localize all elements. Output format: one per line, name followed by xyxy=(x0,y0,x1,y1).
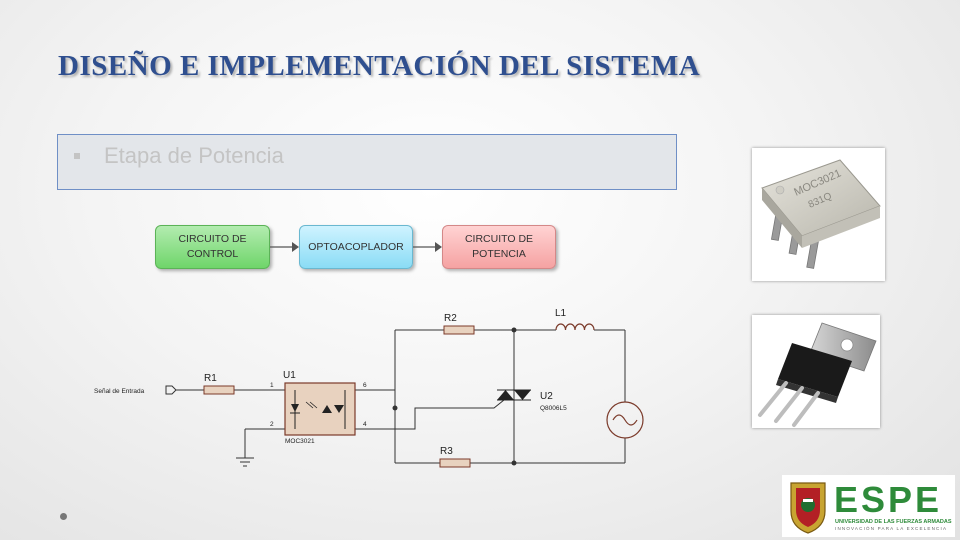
junction-dot xyxy=(511,327,517,333)
optocoupler-chip-image: MOC3021 831Q xyxy=(761,159,881,269)
r3-label: R3 xyxy=(440,446,453,457)
bullet-text: Etapa de Potencia xyxy=(104,143,284,168)
r2-label: R2 xyxy=(444,313,457,324)
r1-label: R1 xyxy=(204,373,217,384)
ground-symbol xyxy=(236,457,254,467)
junction-dot xyxy=(392,405,398,411)
opto-triac-up xyxy=(322,405,332,413)
slide-dot xyxy=(60,513,67,520)
espe-subtagline: INNOVACIÓN PARA LA EXCELENCIA xyxy=(835,526,948,531)
junction-dot xyxy=(511,460,517,466)
optocoupler-photo: MOC3021 831Q xyxy=(752,148,885,281)
triac-chip-image xyxy=(758,322,877,427)
bullet-box: Etapa de Potencia xyxy=(57,134,677,190)
resistor-r3 xyxy=(439,458,471,468)
u1-part: MOC3021 xyxy=(285,438,315,445)
pin2-label: 2 xyxy=(270,421,274,428)
optocoupler-u1 xyxy=(284,382,356,436)
bullet-marker xyxy=(74,153,80,159)
inductor-l1 xyxy=(555,323,595,331)
block-power-circuit: CIRCUITO DE POTENCIA xyxy=(442,225,556,269)
opto-triac-down xyxy=(334,405,344,413)
espe-crest-icon xyxy=(790,482,826,534)
ac-source xyxy=(606,401,644,439)
espe-tagline: UNIVERSIDAD DE LAS FUERZAS ARMADAS xyxy=(835,519,952,525)
resistor-r1 xyxy=(203,385,235,395)
triac-u2-up xyxy=(497,390,514,400)
block-optocoupler: OPTOACOPLADOR xyxy=(299,225,413,269)
resistor-r2 xyxy=(443,325,475,335)
pin6-label: 6 xyxy=(363,382,367,389)
triac-u2-down xyxy=(514,390,531,400)
pin4-label: 4 xyxy=(363,421,367,428)
opto-led xyxy=(291,404,299,412)
u2-part: Q8006L5 xyxy=(540,405,567,412)
input-terminal xyxy=(165,385,177,395)
wire-pin4-gate xyxy=(355,399,505,430)
espe-wordmark: ESPE xyxy=(834,479,943,520)
slide-title: DISEÑO E IMPLEMENTACIÓN DEL SISTEMA xyxy=(58,50,701,82)
l1-label: L1 xyxy=(555,308,567,319)
espe-logo: ESPE UNIVERSIDAD DE LAS FUERZAS ARMADAS … xyxy=(782,475,955,537)
triac-photo xyxy=(752,315,880,428)
input-label: Señal de Entrada xyxy=(94,388,145,395)
pin1-label: 1 xyxy=(270,382,274,389)
u2-label: U2 xyxy=(540,391,553,402)
block-control-circuit: CIRCUITO DE CONTROL xyxy=(155,225,270,269)
u1-label: U1 xyxy=(283,370,296,381)
